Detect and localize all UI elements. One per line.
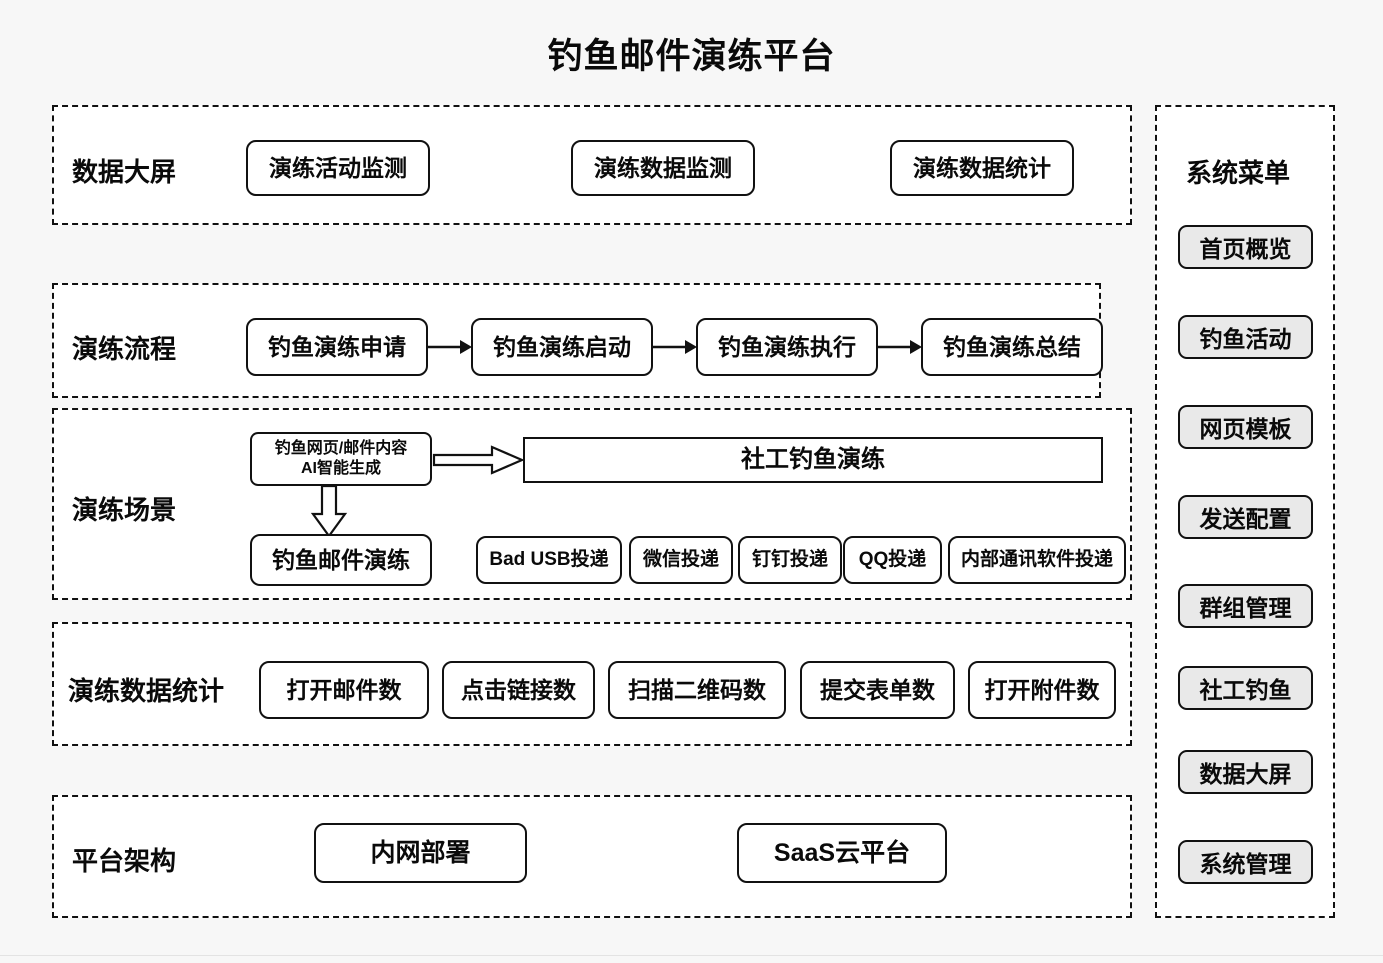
sidebar-item-home-overview[interactable]: 首页概览 — [1178, 225, 1313, 269]
node-drill-summary[interactable]: 钓鱼演练总结 — [921, 318, 1103, 376]
arrow-right-icon — [653, 340, 697, 354]
sidebar-item-social-engineering[interactable]: 社工钓鱼 — [1178, 666, 1313, 710]
ai-box-line2: AI智能生成 — [300, 460, 381, 477]
node-stat-submitted-forms[interactable]: 提交表单数 — [800, 661, 955, 719]
section-platform-arch — [52, 795, 1132, 918]
node-saas-cloud-platform[interactable]: SaaS云平台 — [737, 823, 947, 883]
node-stat-scanned-qrcodes[interactable]: 扫描二维码数 — [608, 661, 786, 719]
arrow-right-icon — [428, 340, 472, 354]
node-stat-clicked-links[interactable]: 点击链接数 — [442, 661, 595, 719]
section-label-drill-scenario: 演练场景 — [72, 495, 177, 525]
sidebar-item-system-management[interactable]: 系统管理 — [1178, 840, 1313, 884]
sidebar-item-phishing-campaign[interactable]: 钓鱼活动 — [1178, 315, 1313, 359]
node-intranet-deployment[interactable]: 内网部署 — [314, 823, 527, 883]
node-phishing-mail-drill[interactable]: 钓鱼邮件演练 — [250, 534, 432, 586]
node-stat-opened-attachments[interactable]: 打开附件数 — [968, 661, 1116, 719]
sidebar-item-send-config[interactable]: 发送配置 — [1178, 495, 1313, 539]
sidebar-item-group-management[interactable]: 群组管理 — [1178, 584, 1313, 628]
node-drill-start[interactable]: 钓鱼演练启动 — [471, 318, 653, 376]
node-delivery-qq[interactable]: QQ投递 — [843, 536, 942, 584]
section-label-data-screen: 数据大屏 — [72, 157, 177, 187]
block-arrow-down-icon — [310, 484, 348, 538]
node-activity-monitor[interactable]: 演练活动监测 — [246, 140, 430, 196]
node-social-engineering-drill[interactable]: 社工钓鱼演练 — [523, 437, 1103, 483]
node-drill-apply[interactable]: 钓鱼演练申请 — [246, 318, 428, 376]
section-label-drill-process: 演练流程 — [72, 334, 177, 364]
block-arrow-right-icon — [432, 445, 525, 475]
node-data-statistics[interactable]: 演练数据统计 — [890, 140, 1074, 196]
node-drill-execute[interactable]: 钓鱼演练执行 — [696, 318, 878, 376]
node-stat-opened-mails[interactable]: 打开邮件数 — [259, 661, 429, 719]
section-label-platform-arch: 平台架构 — [72, 846, 177, 876]
ai-box-line1: 钓鱼网页/邮件内容 — [274, 440, 408, 457]
node-ai-content-generation[interactable]: 钓鱼网页/邮件内容 AI智能生成 — [250, 432, 432, 486]
node-delivery-wechat[interactable]: 微信投递 — [629, 536, 733, 584]
sidebar-item-web-template[interactable]: 网页模板 — [1178, 405, 1313, 449]
page-title: 钓鱼邮件演练平台 — [547, 37, 836, 76]
node-delivery-dingtalk[interactable]: 钉钉投递 — [738, 536, 842, 584]
node-delivery-internal-im[interactable]: 内部通讯软件投递 — [948, 536, 1126, 584]
bottom-divider — [0, 955, 1383, 956]
node-delivery-bad-usb[interactable]: Bad USB投递 — [476, 536, 622, 584]
section-label-drill-stats: 演练数据统计 — [68, 676, 225, 706]
arrow-right-icon — [878, 340, 922, 354]
node-data-monitor[interactable]: 演练数据监测 — [571, 140, 755, 196]
sidebar-title: 系统菜单 — [1186, 158, 1291, 188]
sidebar-item-data-screen[interactable]: 数据大屏 — [1178, 750, 1313, 794]
